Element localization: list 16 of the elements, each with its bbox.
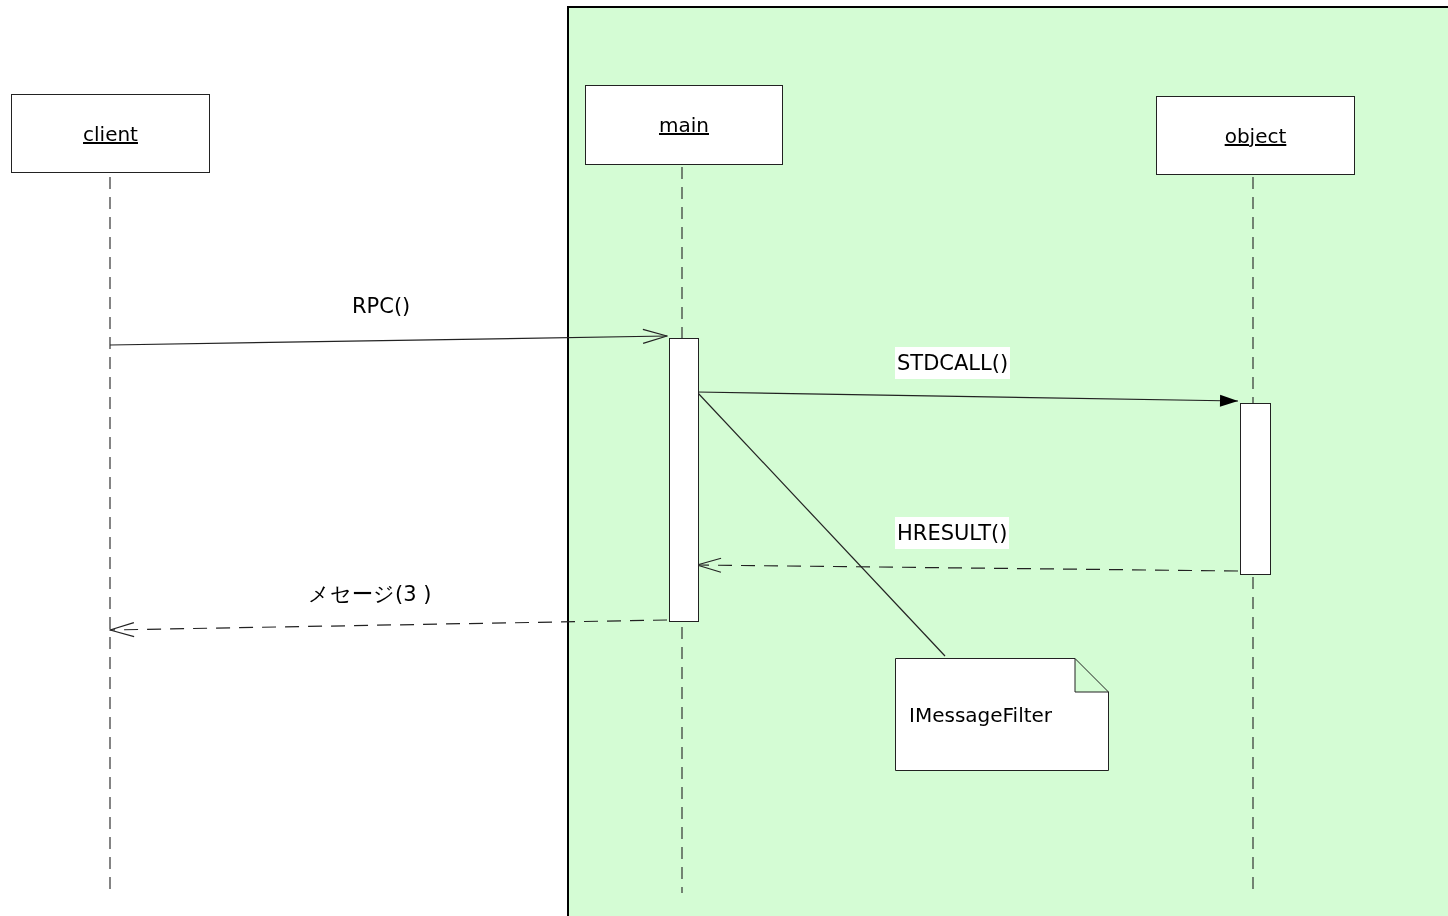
leader-line [696, 391, 946, 657]
message-arrow [696, 391, 1239, 407]
edge-label: メセージ(3 ) [307, 581, 433, 608]
activation-bar [669, 338, 699, 622]
system-boundary [567, 6, 1448, 916]
lifeline-head: client [11, 94, 210, 173]
message-arrow [696, 557, 1239, 573]
lifeline-head: object [1156, 96, 1355, 175]
edge-label: HRESULT() [895, 517, 1010, 549]
activation-bar [1240, 403, 1271, 575]
edge-label: STDCALL() [895, 347, 1011, 379]
lifeline-head: main [585, 85, 783, 165]
edge-label: RPC() [351, 293, 412, 320]
message-arrow [109, 328, 668, 346]
message-arrow [109, 619, 668, 638]
note-text: IMessageFilter [909, 702, 1053, 727]
